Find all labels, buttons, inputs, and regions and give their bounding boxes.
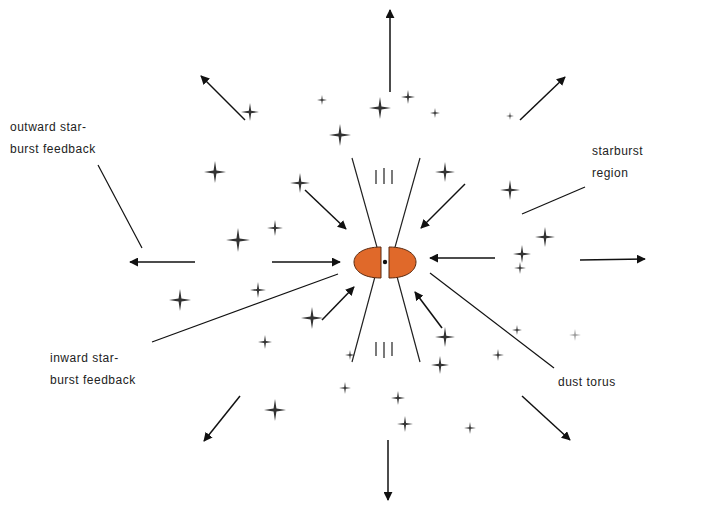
star [250, 282, 266, 298]
inward-arrow [322, 287, 354, 320]
central-engine [383, 260, 387, 264]
star [401, 90, 415, 104]
cone-lines [352, 158, 420, 362]
dust-torus [354, 247, 416, 278]
star [264, 399, 286, 421]
star [514, 262, 526, 274]
star [431, 356, 449, 374]
inward-arrows [272, 184, 495, 328]
star [430, 108, 440, 118]
star [492, 349, 504, 361]
inward-arrow [272, 261, 340, 263]
star [339, 382, 351, 394]
leader-line [522, 187, 585, 214]
leader-line [152, 274, 338, 342]
callout-label: inward star- burst feedback [50, 347, 150, 391]
outward-arrow [130, 261, 195, 263]
star [500, 180, 520, 200]
callout-label: dust torus [558, 371, 616, 393]
star [569, 329, 581, 341]
star [506, 112, 514, 120]
callout-label: outward star- burst feedback [10, 116, 110, 160]
star [535, 227, 555, 247]
outward-arrow [387, 440, 389, 500]
star [512, 325, 522, 335]
star [513, 245, 531, 263]
leader-line [98, 165, 142, 248]
leader-line [430, 273, 554, 368]
torus-half [354, 247, 381, 278]
star [290, 173, 310, 193]
inward-arrow [305, 190, 346, 229]
inward-arrow [415, 292, 442, 328]
leader-lines [98, 165, 585, 368]
star [329, 124, 351, 146]
outward-arrow [580, 259, 645, 260]
outward-arrow [201, 76, 245, 120]
outward-arrows [130, 10, 645, 500]
star [397, 416, 413, 432]
star [301, 307, 323, 329]
inward-arrow [421, 184, 465, 228]
outward-arrow [522, 396, 570, 440]
cone-line [352, 158, 380, 362]
star [435, 327, 455, 347]
star [169, 289, 191, 311]
star [226, 228, 250, 252]
star [391, 391, 405, 405]
star [369, 97, 391, 119]
star [204, 161, 226, 183]
star [258, 335, 272, 349]
cone-marks [376, 342, 392, 358]
inward-arrow [430, 257, 495, 259]
outward-arrow [520, 77, 565, 120]
callout-label: starburst region [592, 140, 672, 184]
star [464, 422, 476, 434]
cone-marks [376, 168, 392, 184]
star [435, 162, 455, 182]
torus-half [389, 247, 416, 278]
star [267, 220, 283, 236]
star-field [169, 90, 581, 434]
outward-arrow [389, 10, 391, 92]
star [317, 95, 327, 105]
outward-arrow [204, 396, 240, 441]
